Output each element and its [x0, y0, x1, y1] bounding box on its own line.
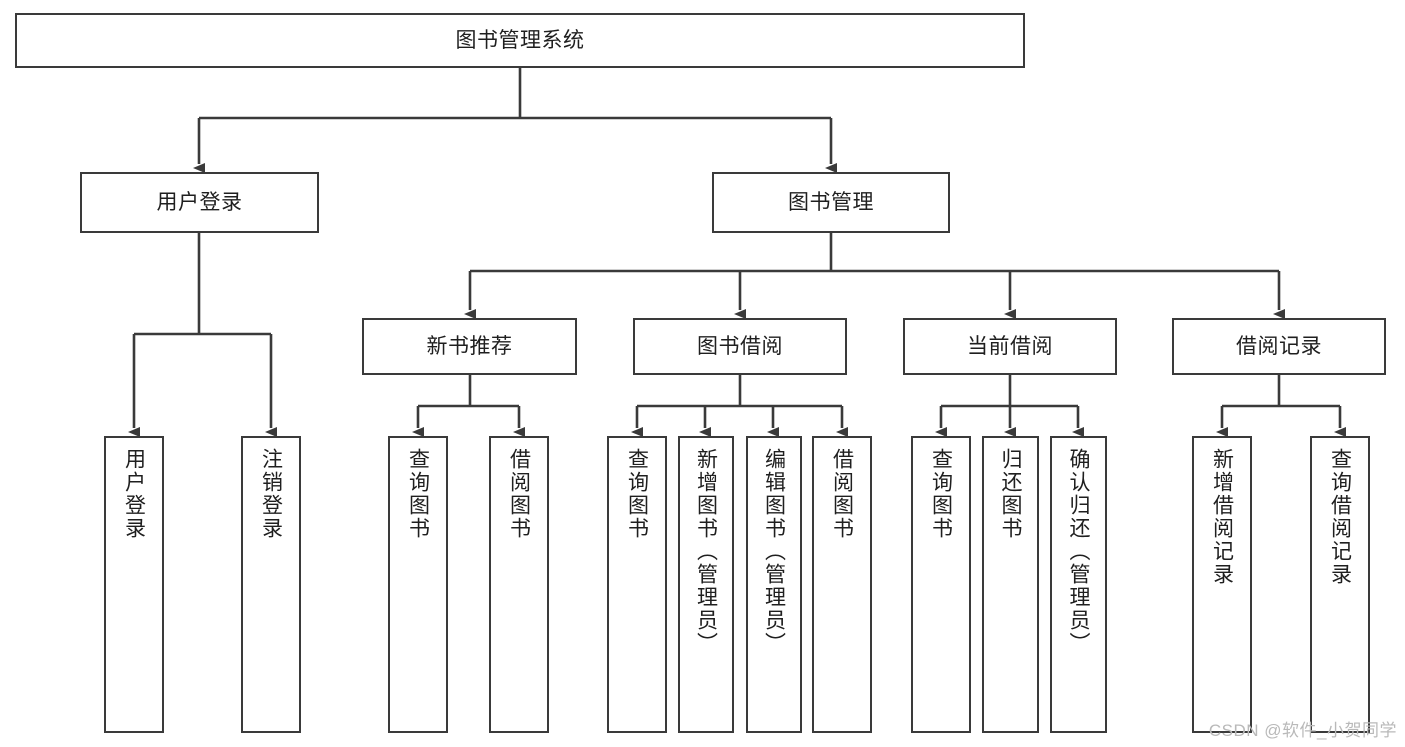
leaf-current-confirm-return[interactable]: 确认归还（管理员） — [1050, 436, 1107, 733]
node-label: 借阅图书 — [507, 448, 531, 540]
node-label: 查询图书 — [625, 448, 649, 540]
node-root-system[interactable]: 图书管理系统 — [15, 13, 1025, 68]
leaf-record-query-record[interactable]: 查询借阅记录 — [1310, 436, 1370, 733]
node-label: 确认归还（管理员） — [1067, 448, 1090, 655]
node-user-login[interactable]: 用户登录 — [80, 172, 319, 233]
leaf-current-query-book[interactable]: 查询图书 — [911, 436, 971, 733]
node-borrow-record[interactable]: 借阅记录 — [1172, 318, 1386, 375]
node-label: 借阅记录 — [1236, 334, 1322, 358]
node-label: 新书推荐 — [426, 334, 513, 358]
node-label: 新增图书（管理员） — [694, 448, 718, 655]
leaf-borrow-borrow-book[interactable]: 借阅图书 — [812, 436, 872, 733]
node-book-management[interactable]: 图书管理 — [712, 172, 950, 233]
node-label: 归还图书 — [999, 448, 1022, 540]
node-label: 图书管理系统 — [455, 28, 585, 52]
node-label: 用户登录 — [156, 190, 243, 214]
node-label: 用户登录 — [122, 448, 146, 540]
node-label: 查询借阅记录 — [1328, 448, 1352, 586]
node-label: 新增借阅记录 — [1210, 448, 1234, 586]
leaf-recommend-borrow-book[interactable]: 借阅图书 — [489, 436, 549, 733]
watermark-text: CSDN @软件_小贺同学 — [1208, 721, 1397, 740]
leaf-user-logout[interactable]: 注销登录 — [241, 436, 301, 733]
node-label: 查询图书 — [406, 448, 430, 540]
leaf-borrow-query-book[interactable]: 查询图书 — [607, 436, 667, 733]
node-book-borrow[interactable]: 图书借阅 — [633, 318, 847, 375]
leaf-user-login[interactable]: 用户登录 — [104, 436, 164, 733]
leaf-recommend-query-book[interactable]: 查询图书 — [388, 436, 448, 733]
leaf-borrow-add-book[interactable]: 新增图书（管理员） — [678, 436, 734, 733]
leaf-record-add-record[interactable]: 新增借阅记录 — [1192, 436, 1252, 733]
node-current-borrow[interactable]: 当前借阅 — [903, 318, 1117, 375]
leaf-current-return-book[interactable]: 归还图书 — [982, 436, 1039, 733]
node-label: 注销登录 — [259, 448, 283, 540]
node-label: 借阅图书 — [830, 448, 854, 540]
node-label: 编辑图书（管理员） — [762, 448, 786, 655]
node-new-book-recommend[interactable]: 新书推荐 — [362, 318, 577, 375]
leaf-borrow-edit-book[interactable]: 编辑图书（管理员） — [746, 436, 802, 733]
node-label: 当前借阅 — [967, 334, 1053, 358]
node-label: 查询图书 — [929, 448, 953, 540]
node-label: 图书借阅 — [697, 334, 783, 358]
node-label: 图书管理 — [788, 190, 874, 214]
